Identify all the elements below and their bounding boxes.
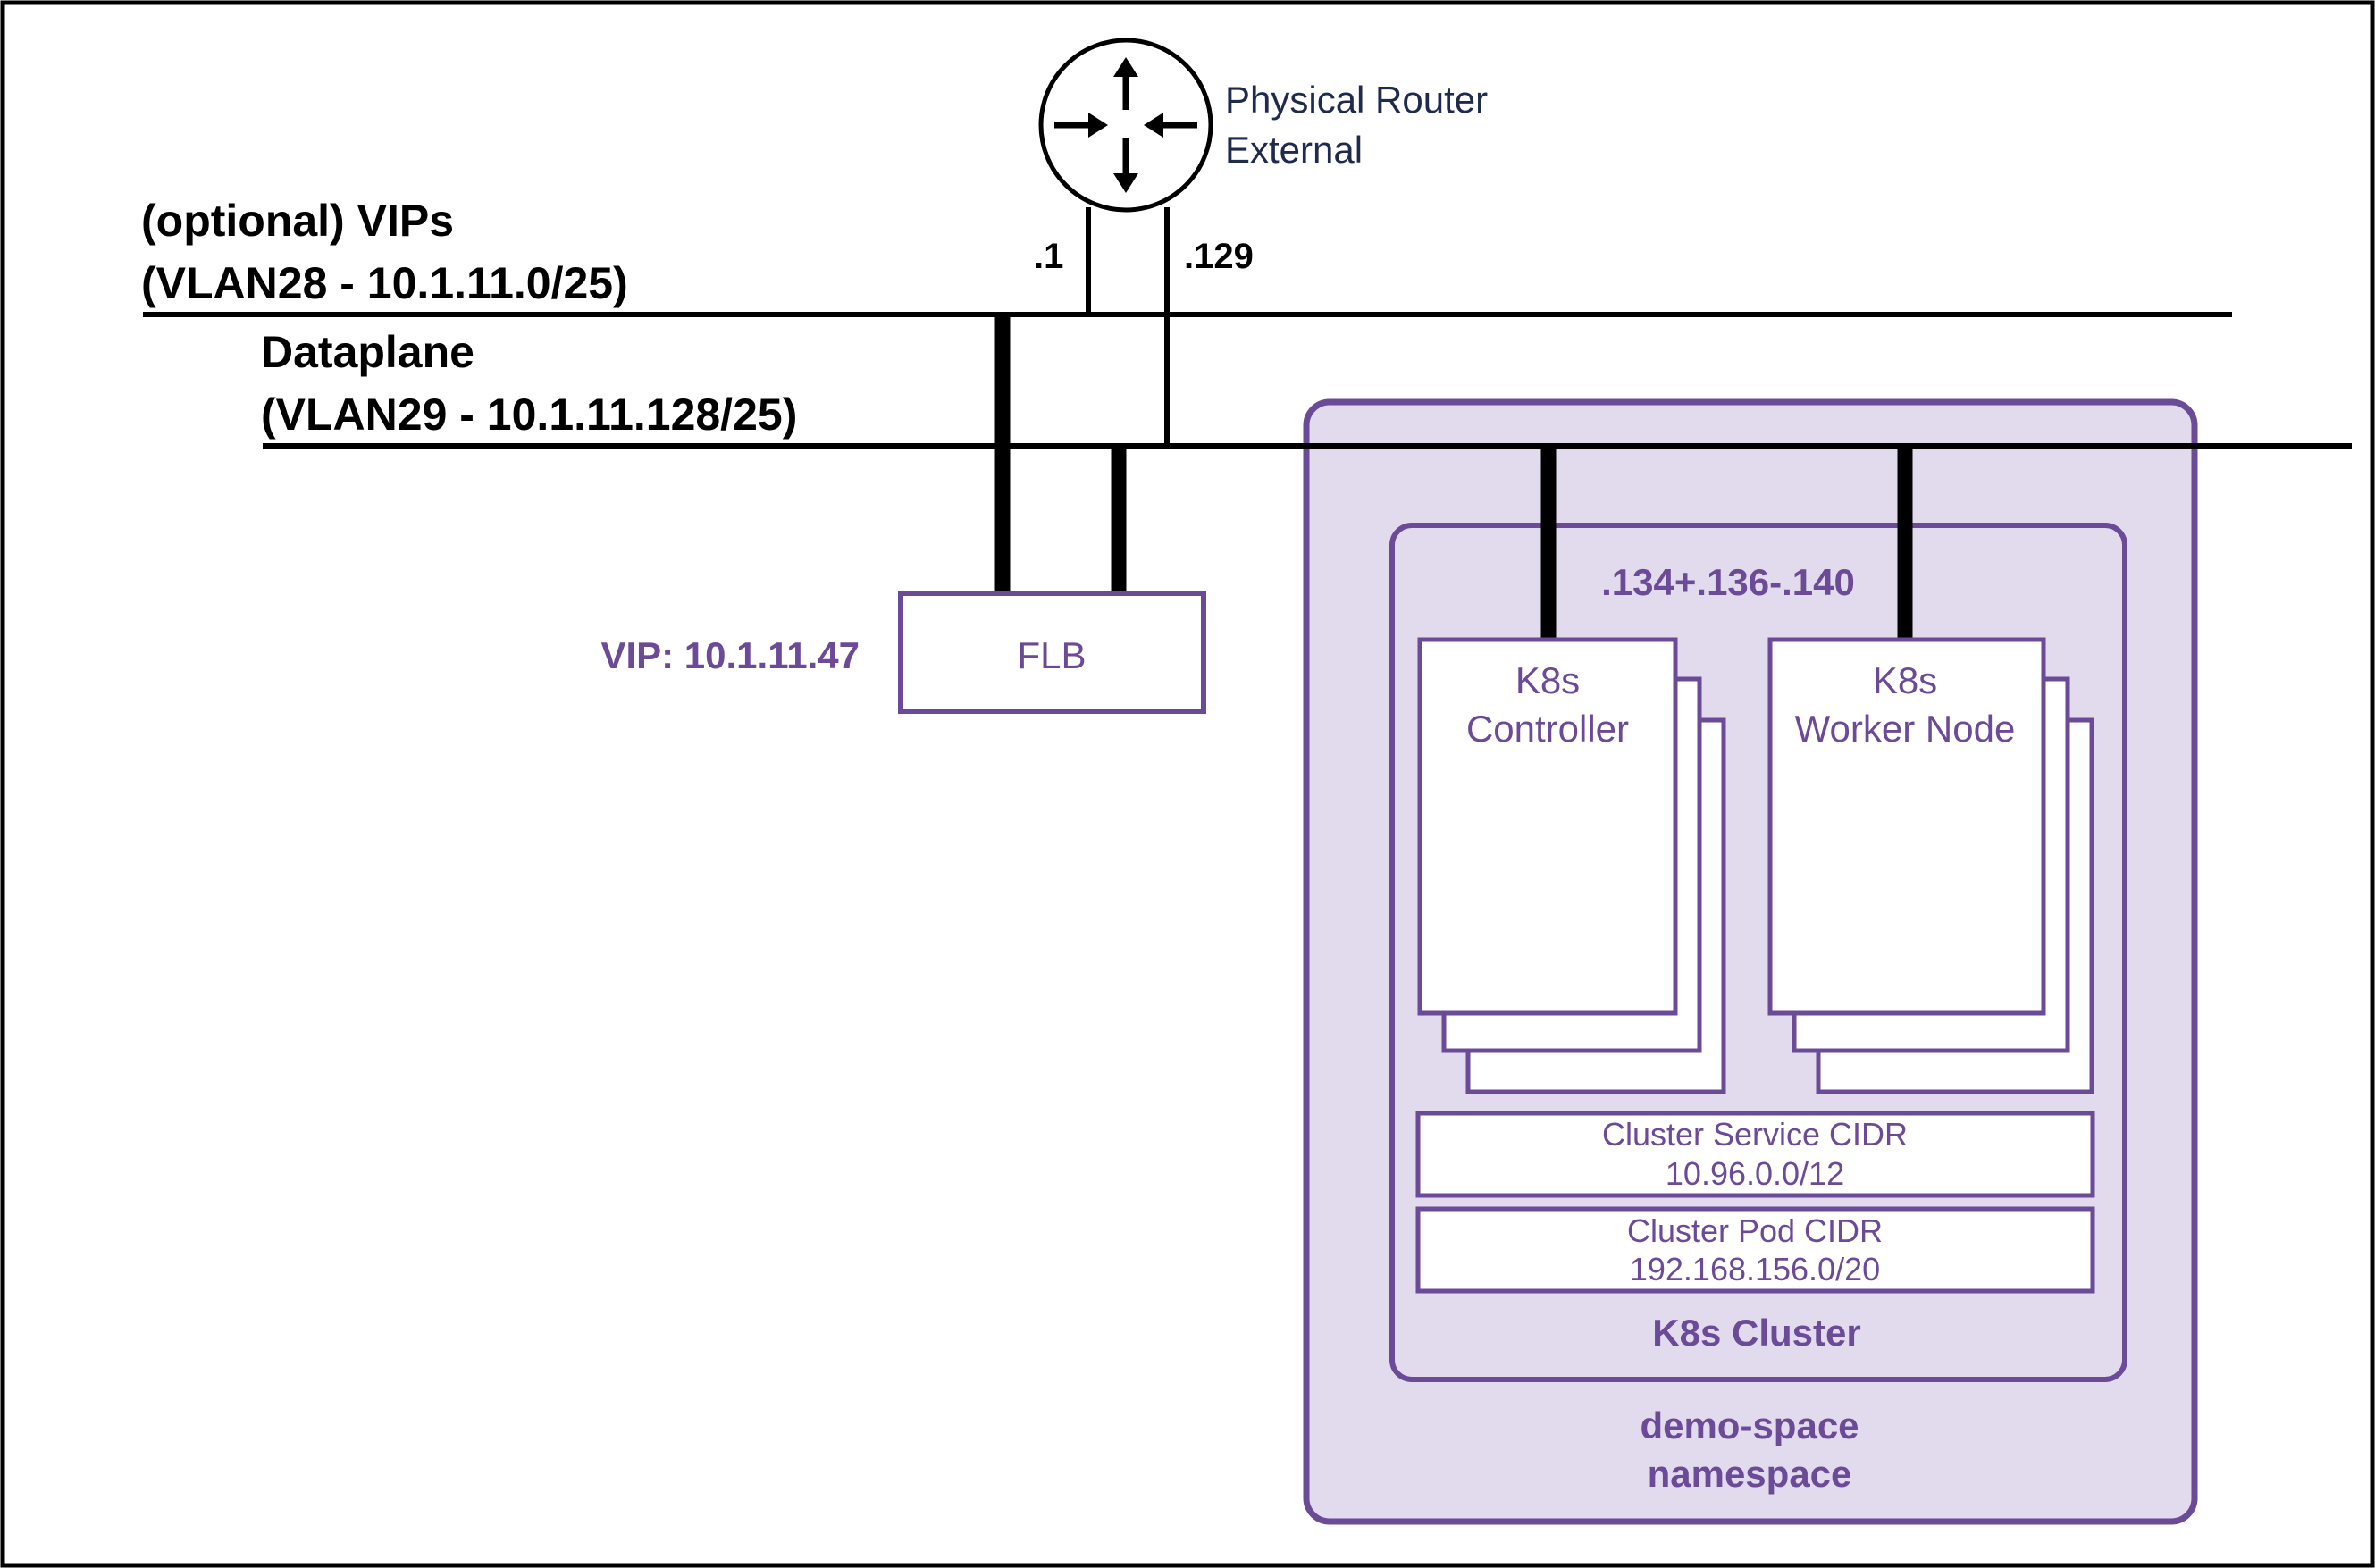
namespace-label-line1: demo-space xyxy=(1640,1404,1859,1446)
pod-cidr-box xyxy=(1415,1206,2095,1294)
router-label-line2: External xyxy=(1225,129,1363,171)
flb-vip-label: VIP: 10.1.11.47 xyxy=(600,634,860,676)
controller-label-line2: Controller xyxy=(1466,708,1629,750)
dataplane-network-subnet: (VLAN29 - 10.1.11.128/25) xyxy=(261,390,797,440)
router-icon xyxy=(1038,38,1213,213)
service-cidr-value: 10.96.0.0/12 xyxy=(1666,1155,1844,1192)
worker-label-line1: K8s xyxy=(1873,659,1937,701)
vips-network-title: (optional) VIPs xyxy=(141,196,454,246)
worker-label-line2: Worker Node xyxy=(1795,708,2016,750)
worker-stack: K8s Worker Node xyxy=(1767,637,2094,1094)
controller-label-line1: K8s xyxy=(1515,659,1580,701)
controller-stack: K8s Controller xyxy=(1417,637,1726,1094)
flb-label: FLB xyxy=(1017,634,1086,676)
pod-cidr-title: Cluster Pod CIDR xyxy=(1627,1212,1883,1249)
dataplane-network-title: Dataplane xyxy=(261,327,474,377)
namespace-label-line2: namespace xyxy=(1648,1453,1852,1495)
router-ip-vlan28: .1 xyxy=(1034,237,1063,276)
controller-card-front xyxy=(1417,637,1678,1016)
flb-box xyxy=(898,591,1206,714)
router-label-line1: Physical Router xyxy=(1225,79,1488,121)
service-cidr-title: Cluster Service CIDR xyxy=(1602,1116,1908,1153)
router-ip-vlan29: .129 xyxy=(1184,237,1254,276)
service-cidr-box xyxy=(1415,1111,2095,1198)
worker-card-front xyxy=(1767,637,2046,1016)
cluster-ip-range: .134+.136-.140 xyxy=(1601,561,1855,603)
vips-network-subnet: (VLAN28 - 10.1.11.0/25) xyxy=(141,258,628,308)
cluster-label: K8s Cluster xyxy=(1652,1312,1860,1354)
pod-cidr-value: 192.168.156.0/20 xyxy=(1630,1251,1880,1287)
